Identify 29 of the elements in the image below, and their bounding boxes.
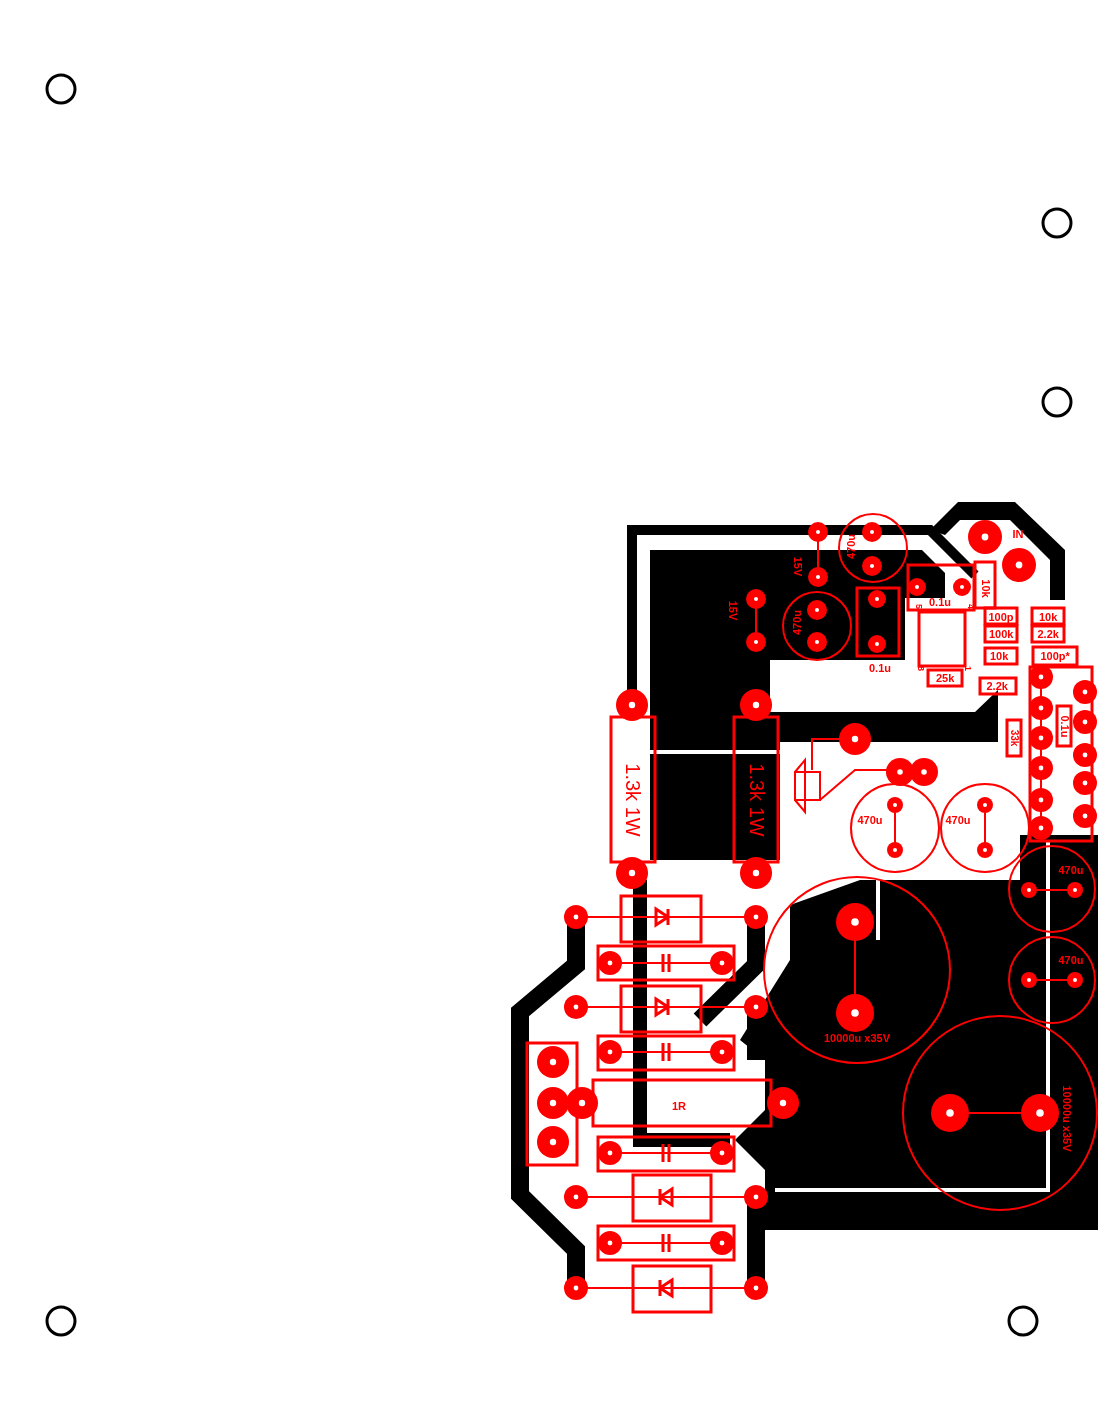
component-label: 33k <box>1008 729 1019 747</box>
component-label: 10k <box>990 650 1009 662</box>
pin-number: 1 <box>962 665 972 671</box>
component-label: 100p* <box>1040 650 1070 662</box>
component-label: 470u <box>1058 864 1084 876</box>
component-label: 0.1u <box>1058 715 1070 737</box>
component-label: 470u <box>791 609 803 635</box>
component-label: 1.3k 1W <box>746 763 767 837</box>
component-label: 470u <box>945 814 971 826</box>
component-label: 0.1u <box>869 662 891 674</box>
component-label: 10k <box>979 578 991 598</box>
component-label: 470u <box>857 814 883 826</box>
component-label: 2.2k <box>986 680 1008 692</box>
component-label: 10k <box>1039 611 1058 623</box>
connector-label: IN <box>1012 528 1024 540</box>
component-label: 100p <box>988 611 1014 623</box>
component-label: 470u <box>1058 954 1084 966</box>
component-label: 470u <box>845 533 857 559</box>
component-label: 0.1u <box>929 596 951 608</box>
component-label: 15V <box>727 600 739 620</box>
component-label: 1.3k 1W <box>622 763 643 837</box>
component-label: 10000u x35V <box>824 1032 891 1044</box>
component-label: 100k <box>989 628 1014 640</box>
component-label: 10000u x35V <box>1060 1084 1072 1152</box>
pin-number: 5 <box>913 603 923 609</box>
component-label: 2.2k <box>1037 628 1059 640</box>
component-label: 1R <box>672 1100 687 1112</box>
component-label: 25k <box>936 672 955 684</box>
component-label: 15V <box>792 556 804 576</box>
